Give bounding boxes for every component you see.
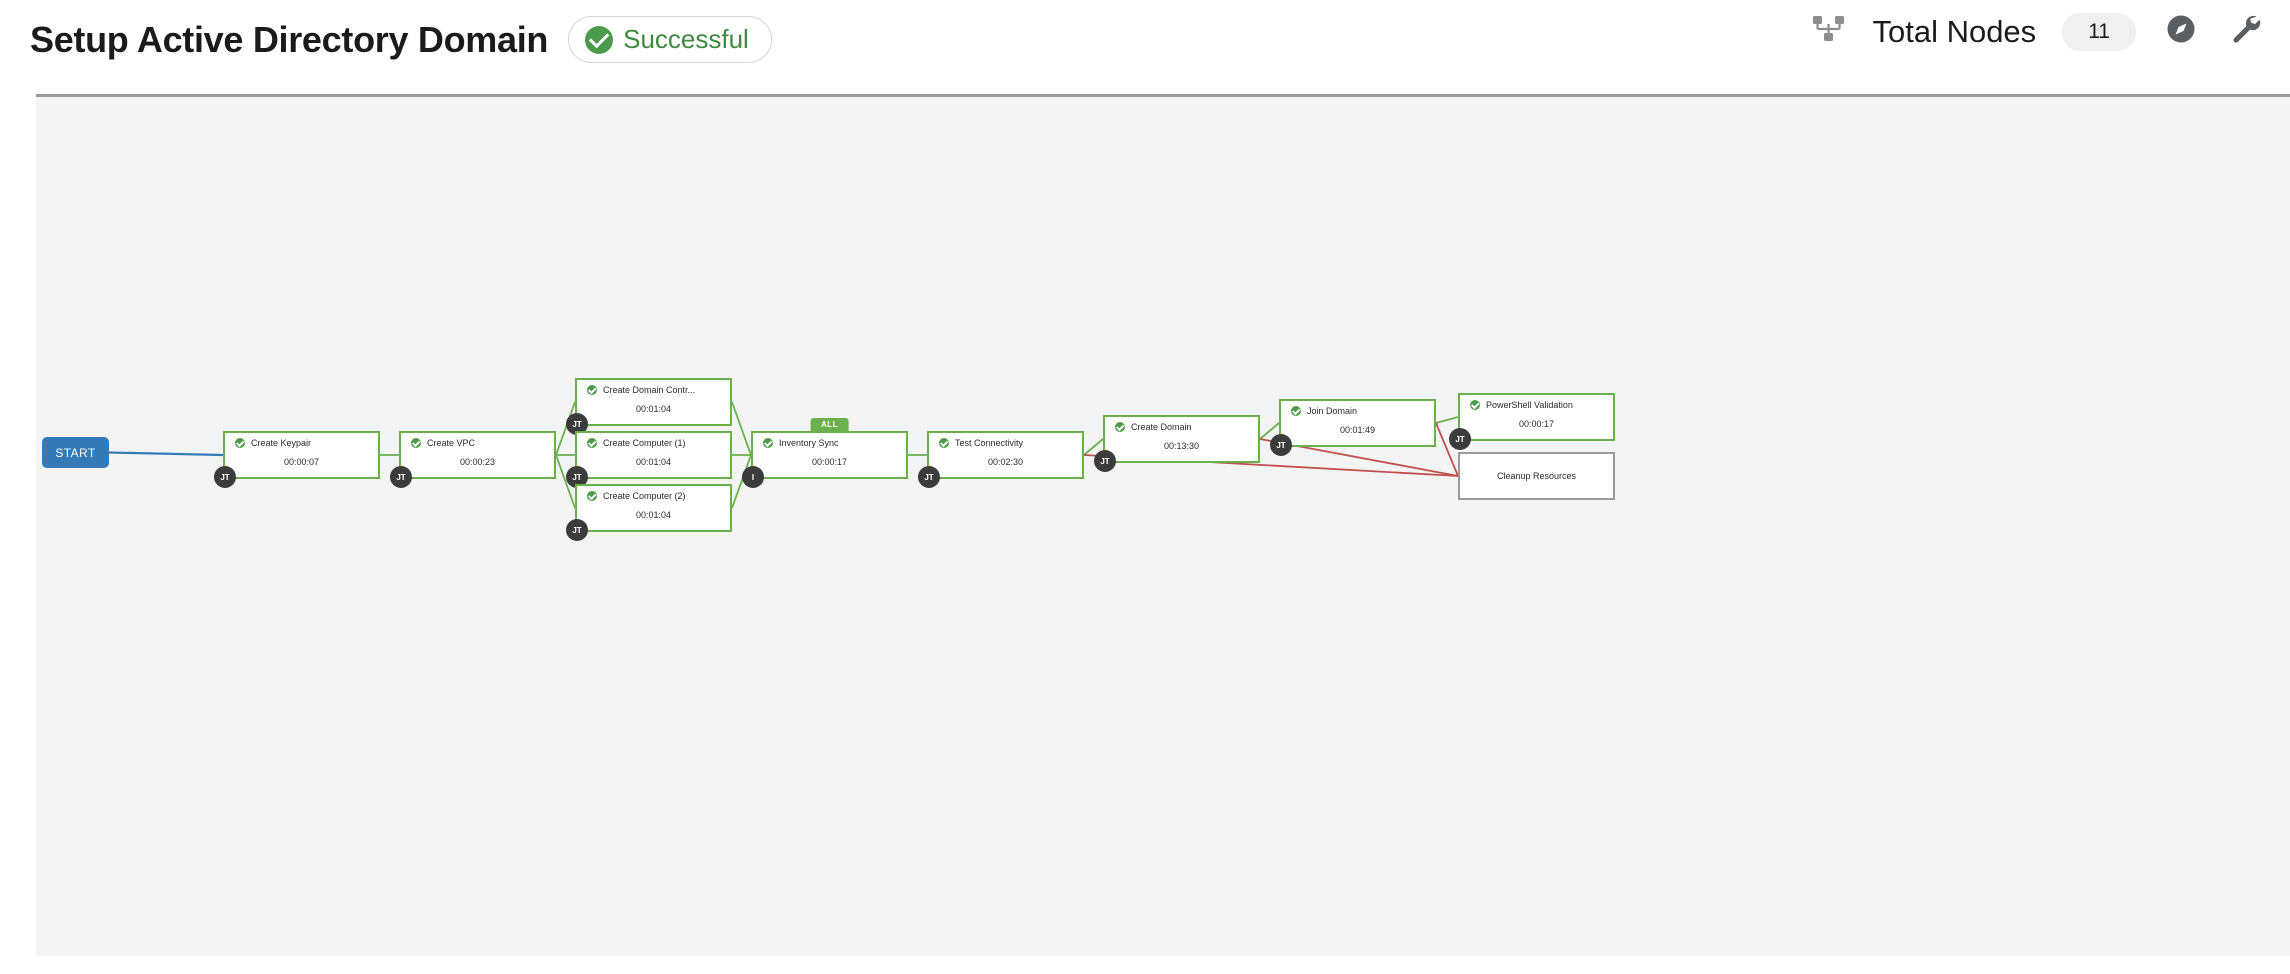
check-circle-icon — [411, 438, 421, 448]
check-circle-icon — [1470, 400, 1480, 410]
node-title: Create Computer (2) — [577, 491, 730, 501]
edge-join-domain-to-powershell-validation — [1435, 416, 1459, 424]
node-name-label: Cleanup Resources — [1496, 471, 1577, 481]
check-circle-icon — [587, 438, 597, 448]
edge-create-vpc-to-create-domain-controller — [555, 401, 576, 456]
check-circle-icon — [585, 25, 614, 54]
node-elapsed-time: 00:02:30 — [987, 457, 1024, 467]
node-name-label: Create Keypair — [251, 438, 312, 448]
node-type-badge[interactable]: JT — [390, 466, 412, 488]
node-type-badge[interactable]: I — [742, 466, 764, 488]
node-title: Inventory Sync — [753, 438, 906, 448]
node-type-badge[interactable]: JT — [566, 519, 588, 541]
node-name-label: Inventory Sync — [779, 438, 839, 448]
node-title: Cleanup Resources — [1460, 471, 1613, 481]
header-right-group: Total Nodes 11 — [1812, 10, 2266, 53]
node-elapsed-time: 00:00:17 — [811, 457, 848, 467]
check-circle-icon — [235, 438, 245, 448]
node-type-badge[interactable]: JT — [1449, 428, 1471, 450]
start-node[interactable]: START — [42, 437, 109, 468]
node-title: Test Connectivity — [929, 438, 1082, 448]
node-elapsed-time: 00:13:30 — [1163, 441, 1200, 451]
node-elapsed-time: 00:01:04 — [635, 457, 672, 467]
node-elapsed-time: 00:01:04 — [635, 404, 672, 414]
wrench-icon[interactable] — [2226, 10, 2266, 53]
sitemap-icon — [1812, 14, 1846, 49]
convergence-badge: ALL — [810, 418, 849, 431]
node-elapsed-time: 00:00:23 — [459, 457, 496, 467]
node-name-label: Test Connectivity — [955, 438, 1024, 448]
edge-join-domain-to-cleanup-resources — [1435, 422, 1459, 477]
edge-create-vpc-to-create-computer-2 — [555, 454, 576, 509]
node-type-badge[interactable]: JT — [1270, 434, 1292, 456]
header-left-group: Setup Active Directory Domain Successful — [30, 16, 772, 63]
check-circle-icon — [939, 438, 949, 448]
total-nodes-count-badge: 11 — [2062, 12, 2136, 51]
node-elapsed-time: 00:01:49 — [1339, 425, 1376, 435]
node-title: Create Keypair — [225, 438, 378, 448]
edge-create-domain-controller-to-inventory-sync — [731, 401, 752, 456]
edge-layer — [108, 401, 1459, 509]
node-type-badge[interactable]: JT — [1094, 450, 1116, 472]
node-title: Join Domain — [1281, 406, 1434, 416]
node-name-label: Create Domain — [1131, 422, 1192, 432]
node-elapsed-time: 00:00:07 — [283, 457, 320, 467]
check-circle-icon — [587, 385, 597, 395]
status-badge: Successful — [568, 16, 772, 63]
node-name-label: Create VPC — [427, 438, 476, 448]
node-title: Create Domain Contr... — [577, 385, 730, 395]
node-elapsed-time: 00:00:17 — [1518, 419, 1555, 429]
workflow-node-cleanup-resources[interactable]: Cleanup Resources — [1458, 452, 1615, 500]
check-circle-icon — [763, 438, 773, 448]
check-circle-icon — [1291, 406, 1301, 416]
page-title: Setup Active Directory Domain — [30, 18, 549, 60]
node-name-label: Create Computer (1) — [603, 438, 686, 448]
node-name-label: PowerShell Validation — [1486, 400, 1573, 410]
total-nodes-label: Total Nodes — [1872, 13, 2037, 49]
edge-create-domain-to-join-domain — [1259, 422, 1280, 440]
node-elapsed-time: 00:01:04 — [635, 510, 672, 520]
node-type-badge[interactable]: JT — [918, 466, 940, 488]
node-type-badge[interactable]: JT — [214, 466, 236, 488]
check-circle-icon — [1115, 422, 1125, 432]
node-title: Create Computer (1) — [577, 438, 730, 448]
node-type-badge[interactable]: JT — [566, 466, 588, 488]
node-name-label: Create Computer (2) — [603, 491, 686, 501]
compass-icon[interactable] — [2162, 10, 2200, 53]
edge-create-computer-2-to-inventory-sync — [731, 454, 752, 509]
status-badge-label: Successful — [623, 24, 749, 54]
edge-test-connectivity-to-create-domain — [1083, 438, 1104, 456]
page-header: Setup Active Directory Domain Successful… — [0, 0, 2290, 94]
edge-start-to-create-keypair — [108, 451, 224, 457]
check-circle-icon — [587, 491, 597, 501]
node-title: Create VPC — [401, 438, 554, 448]
node-title: Create Domain — [1105, 422, 1258, 432]
node-type-badge[interactable]: JT — [566, 413, 588, 435]
node-name-label: Create Domain Contr... — [603, 385, 696, 395]
node-title: PowerShell Validation — [1460, 400, 1613, 410]
node-name-label: Join Domain — [1307, 406, 1358, 416]
